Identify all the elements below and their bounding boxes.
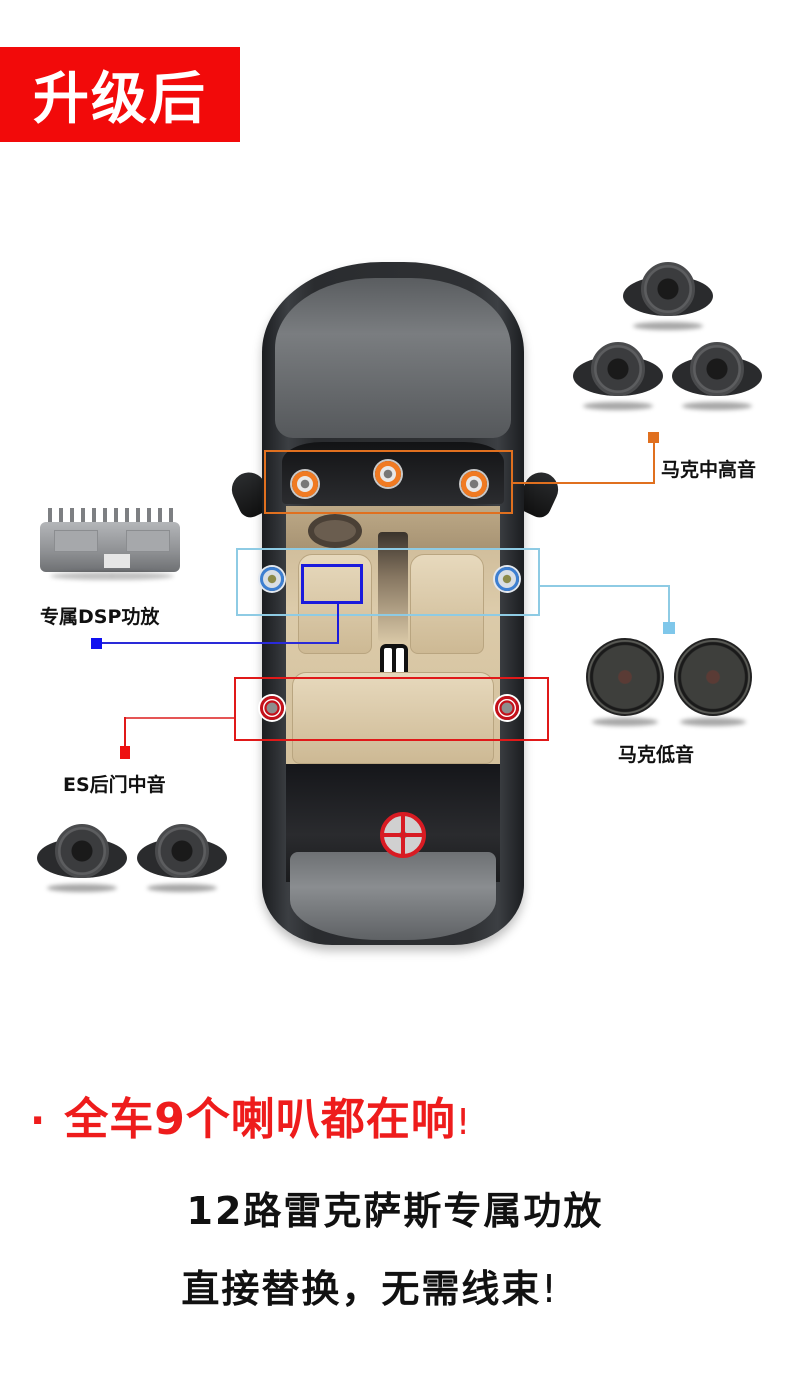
- headline-bullet: ·: [30, 1098, 47, 1144]
- mid-high-speaker-2: [573, 342, 663, 412]
- mid-high-speaker-3: [672, 342, 762, 412]
- subtext-line1: 12路雷克萨斯专属功放: [0, 1180, 790, 1235]
- rear-bench-seat: [292, 672, 494, 764]
- dsp-amp-label: 专属DSP功放: [40, 606, 160, 628]
- driver-seat: [298, 554, 372, 654]
- passenger-seat: [410, 554, 484, 654]
- mid-high-connector-h: [513, 482, 655, 484]
- dsp-location-box: [301, 564, 363, 604]
- woofer-connector-v: [668, 585, 670, 625]
- subtext-line1-text: 12路雷克萨斯专属功放: [186, 1189, 604, 1233]
- front-left-woofer-dot: [260, 567, 284, 591]
- rear-door-speaker-1: [37, 824, 127, 894]
- mid-high-marker: [648, 432, 659, 443]
- dsp-amplifier-image: [40, 508, 186, 580]
- woofer-marker: [663, 622, 675, 634]
- dsp-connector-h: [96, 642, 339, 644]
- subtext-line2-text: 直接替换，无需线束: [181, 1267, 542, 1311]
- front-right-woofer-dot: [495, 567, 519, 591]
- upgrade-badge: 升级后: [0, 47, 240, 142]
- mid-high-label: 马克中高音: [661, 459, 757, 481]
- rear-door-connector-v: [124, 717, 126, 747]
- subtext-line2-exclaim: !: [541, 1267, 559, 1311]
- badge-label: 升级后: [33, 67, 207, 132]
- front-center-tweeter-dot: [375, 461, 401, 487]
- rear-door-highlight-box: [234, 677, 549, 741]
- woofer-speaker-2: [674, 638, 752, 726]
- car-hood: [275, 278, 511, 438]
- rear-door-connector-h: [124, 717, 234, 719]
- rear-door-marker: [120, 746, 130, 759]
- mid-high-speaker-1: [623, 262, 713, 332]
- woofer-label: 马克低音: [618, 744, 695, 766]
- rear-right-door-dot: [495, 696, 519, 720]
- headline: · 全车9个喇叭都在响!: [30, 1083, 471, 1147]
- woofer-highlight-box: [236, 548, 540, 616]
- dsp-connector-v: [337, 604, 339, 644]
- dsp-marker: [91, 638, 102, 649]
- subwoofer-dot: [380, 812, 426, 858]
- rear-door-speaker-2: [137, 824, 227, 894]
- rear-door-mid-label: ES后门中音: [63, 774, 166, 796]
- car-rear: [290, 852, 496, 940]
- front-left-tweeter-dot: [292, 471, 318, 497]
- headline-text: 全车9个喇叭都在响: [64, 1094, 456, 1145]
- woofer-speaker-1: [586, 638, 664, 726]
- steering-wheel: [308, 514, 362, 548]
- headline-exclaim: !: [455, 1102, 472, 1143]
- rear-left-door-dot: [260, 696, 284, 720]
- woofer-connector-h: [540, 585, 670, 587]
- mid-high-highlight-box: [264, 450, 513, 514]
- mid-high-connector-v: [653, 440, 655, 484]
- front-right-tweeter-dot: [461, 471, 487, 497]
- subtext-line2: 直接替换，无需线束!: [0, 1258, 790, 1313]
